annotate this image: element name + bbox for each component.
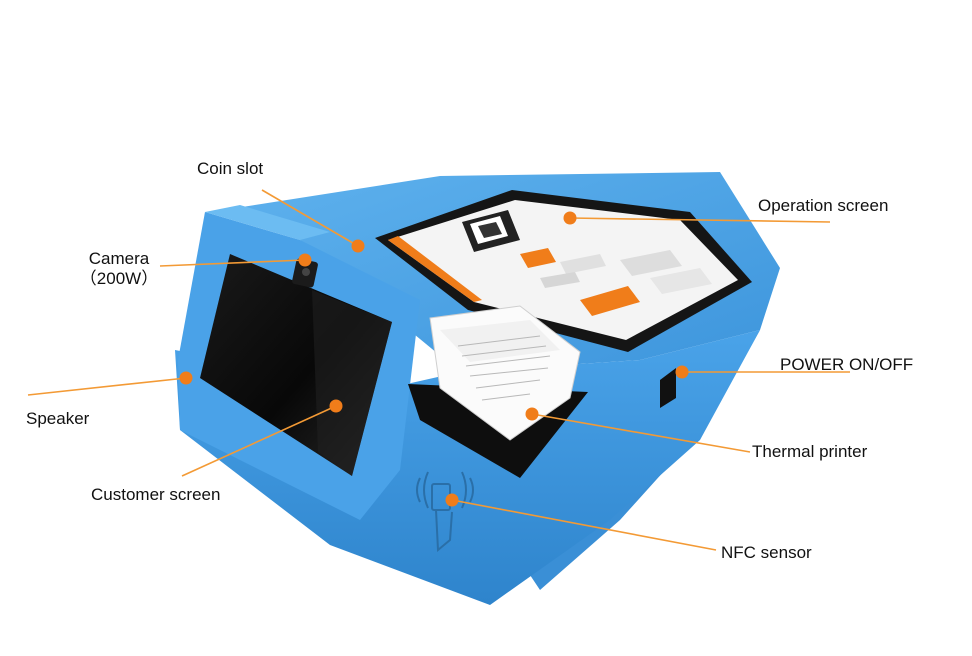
camera-label: Camera （200W） <box>76 249 162 289</box>
operation-screen-label: Operation screen <box>758 196 889 215</box>
camera-label-name: Camera <box>88 249 150 268</box>
thermal-printer-label: Thermal printer <box>752 442 868 461</box>
speaker-label: Speaker <box>26 409 90 428</box>
customer-screen-graphic <box>200 254 392 476</box>
power-label: POWER ON/OFF <box>780 355 914 374</box>
nfc-sensor-label: NFC sensor <box>721 543 812 562</box>
thermal-printer-graphic <box>408 305 588 478</box>
operation-screen-graphic <box>375 190 752 352</box>
marker-dots <box>179 211 689 507</box>
camera-label-spec: （200W） <box>79 269 159 288</box>
leader-lines <box>27 189 850 551</box>
customer-screen-label: Customer screen <box>91 485 221 504</box>
camera-graphic <box>292 258 318 288</box>
power-button-graphic <box>660 368 676 408</box>
coin-slot-label: Coin slot <box>197 159 264 178</box>
